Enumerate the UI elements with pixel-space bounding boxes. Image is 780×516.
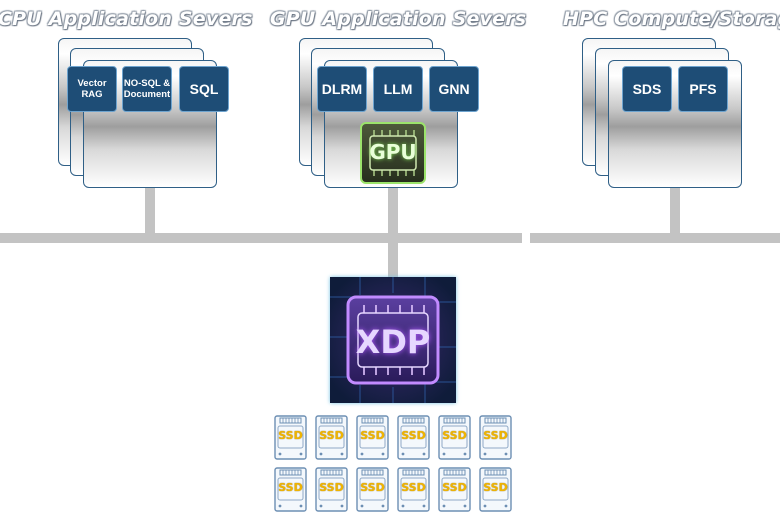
ssd-drive-icon: SSD [315,415,348,460]
ssd-drive-icon: SSD [356,467,389,512]
ssd-label: SSD [360,429,385,442]
cpu-servers-title: CPU Application Severs [0,8,253,30]
hpc-title: HPC Compute/Storage [563,8,780,30]
ssd-label: SSD [278,429,303,442]
ssd-label: SSD [401,429,426,442]
ssd-drive-icon: SSD [397,467,430,512]
workload-tile-nosql-document: NO-SQL & Document [122,66,172,112]
ssd-drive-icon: SSD [479,415,512,460]
workload-tile-pfs: PFS [678,66,728,112]
workload-tile-dlrm: DLRM [317,66,367,112]
ssd-drive-icon: SSD [274,415,307,460]
network-bus-left [0,233,522,243]
ssd-drive-icon: SSD [356,415,389,460]
ssd-label: SSD [278,481,303,494]
hpc-connector [670,188,680,234]
ssd-drive-icon: SSD [315,467,348,512]
workload-tile-vector-rag: Vector RAG [67,66,117,112]
ssd-label: SSD [442,481,467,494]
network-bus-right [530,233,780,243]
xdp-chip-icon: XDP [330,277,456,403]
ssd-label: SSD [401,481,426,494]
ssd-label: SSD [319,481,344,494]
workload-tile-sds: SDS [622,66,672,112]
ssd-drive-icon: SSD [397,415,430,460]
gpu-chip-icon [360,122,426,184]
gpu-servers-title: GPU Application Severs [270,8,527,30]
gpu-connector [388,188,398,278]
xdp-label: XDP [355,323,431,361]
ssd-label: SSD [483,481,508,494]
ssd-label: SSD [319,429,344,442]
ssd-drive-icon: SSD [479,467,512,512]
ssd-label: SSD [442,429,467,442]
ssd-drive-icon: SSD [438,415,471,460]
cpu-connector [145,188,155,234]
workload-tile-gnn: GNN [429,66,479,112]
ssd-drive-icon: SSD [438,467,471,512]
ssd-label: SSD [483,429,508,442]
ssd-label: SSD [360,481,385,494]
workload-tile-sql: SQL [179,66,229,112]
workload-tile-llm: LLM [373,66,423,112]
ssd-drive-icon: SSD [274,467,307,512]
gpu-chip-label: GPU [369,140,417,164]
